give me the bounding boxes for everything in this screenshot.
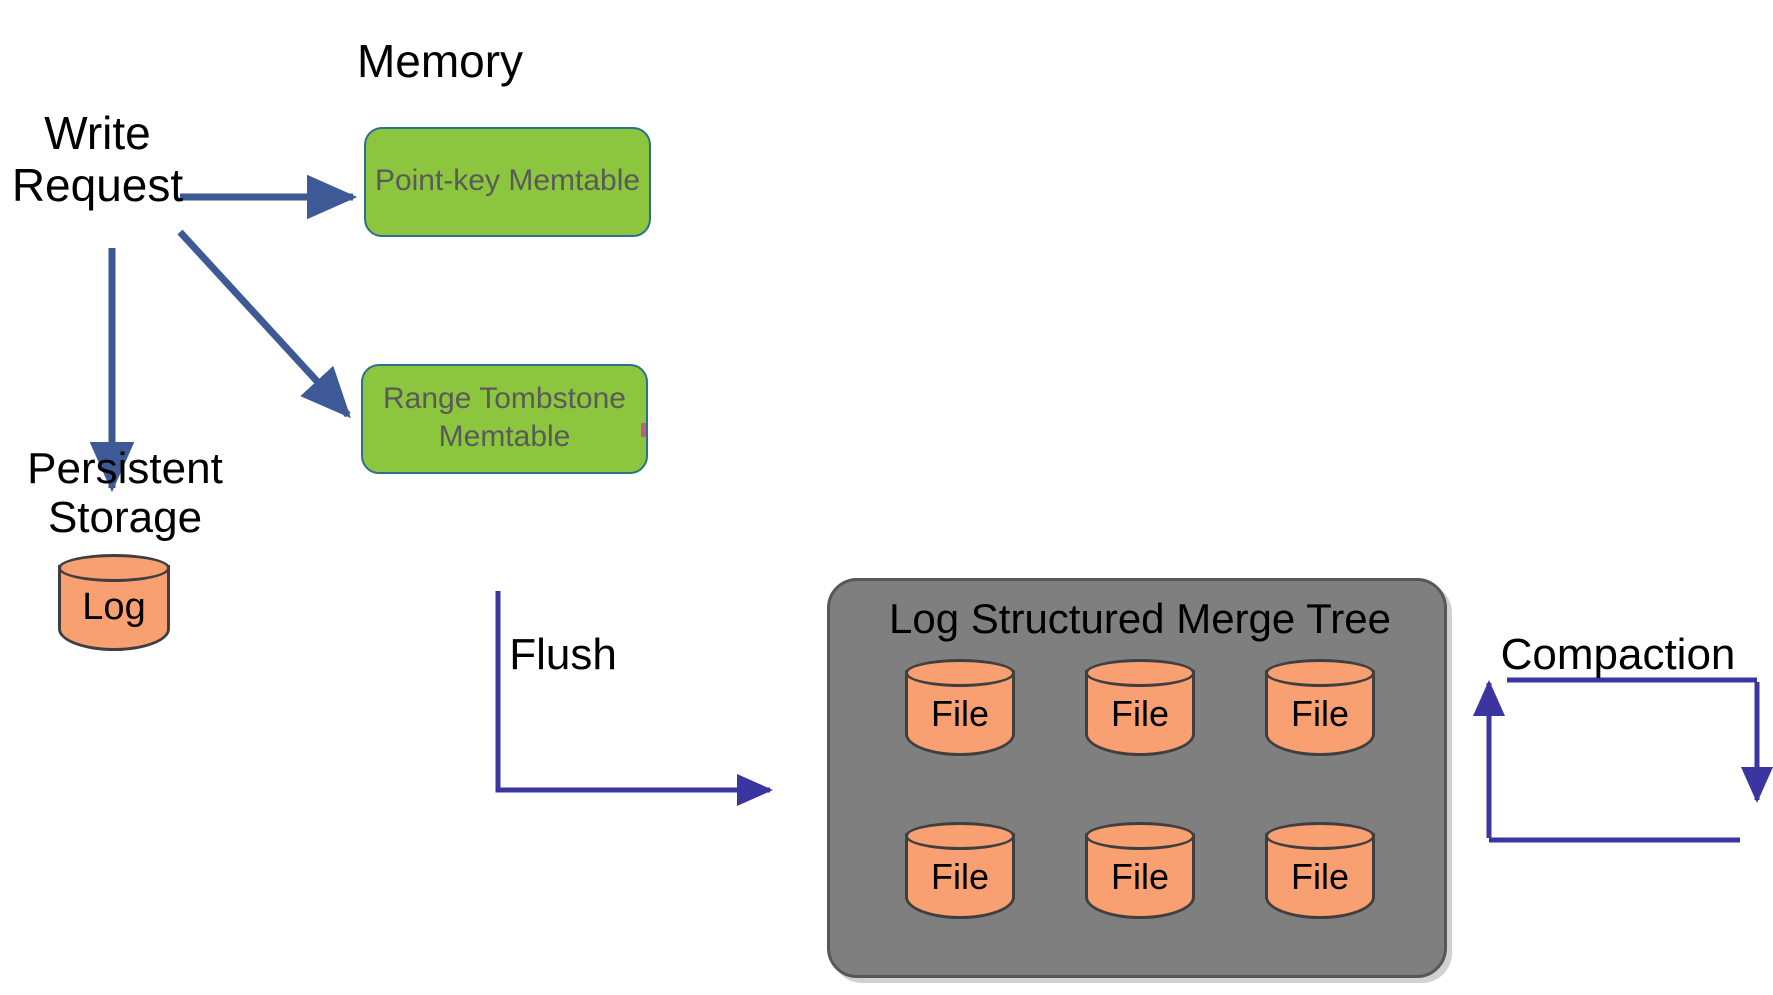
file-cylinder: File <box>1265 822 1375 930</box>
range-tombstone-memtable-label: Range Tombstone Memtable <box>383 381 626 453</box>
range-tombstone-memtable-box: Range Tombstone Memtable <box>361 364 648 474</box>
cylinder-top-ellipse <box>905 659 1015 687</box>
arrow-compaction <box>1472 677 1773 843</box>
file-cylinder: File <box>905 659 1015 767</box>
file-cylinder-label: File <box>1110 693 1169 734</box>
lsm-tree-container: Log Structured Merge Tree File File File <box>827 578 1447 978</box>
cylinder-top-ellipse <box>1265 659 1375 687</box>
file-cylinder-label: File <box>930 693 989 734</box>
file-cylinder: File <box>1085 659 1195 767</box>
point-key-memtable-label: Point-key Memtable <box>374 163 641 197</box>
file-cylinder-label: File <box>1290 693 1349 734</box>
file-cylinder: File <box>1085 822 1195 930</box>
memtable-edge-artifact <box>641 423 646 437</box>
point-key-memtable-box: Point-key Memtable <box>364 127 651 237</box>
file-cylinder: File <box>905 822 1015 930</box>
cylinder-top-ellipse <box>1265 822 1375 850</box>
write-request-label: Write Request <box>11 107 184 211</box>
cylinder-top-ellipse <box>1085 822 1195 850</box>
lsm-file-grid: File File File File File <box>870 659 1410 932</box>
file-cylinder-label: File <box>930 856 989 897</box>
cylinder-top-ellipse <box>58 554 170 582</box>
cylinder-top-ellipse <box>1085 659 1195 687</box>
arrow-flush <box>495 591 774 806</box>
log-cylinder-label: Log <box>82 586 146 628</box>
compaction-label: Compaction <box>1500 630 1736 679</box>
flush-label: Flush <box>509 630 617 679</box>
file-cylinder: File <box>1265 659 1375 767</box>
memory-label: Memory <box>356 35 524 87</box>
arrow-write-to-range-tombstone-memtable <box>177 229 351 419</box>
lsm-tree-title: Log Structured Merge Tree <box>889 595 1391 642</box>
file-cylinder-label: File <box>1290 856 1349 897</box>
log-cylinder: Log <box>58 554 170 662</box>
cylinder-body <box>1085 670 1195 756</box>
persistent-storage-label: Persistent Storage <box>27 444 223 543</box>
cylinder-top-ellipse <box>905 822 1015 850</box>
file-cylinder-label: File <box>1110 856 1169 897</box>
